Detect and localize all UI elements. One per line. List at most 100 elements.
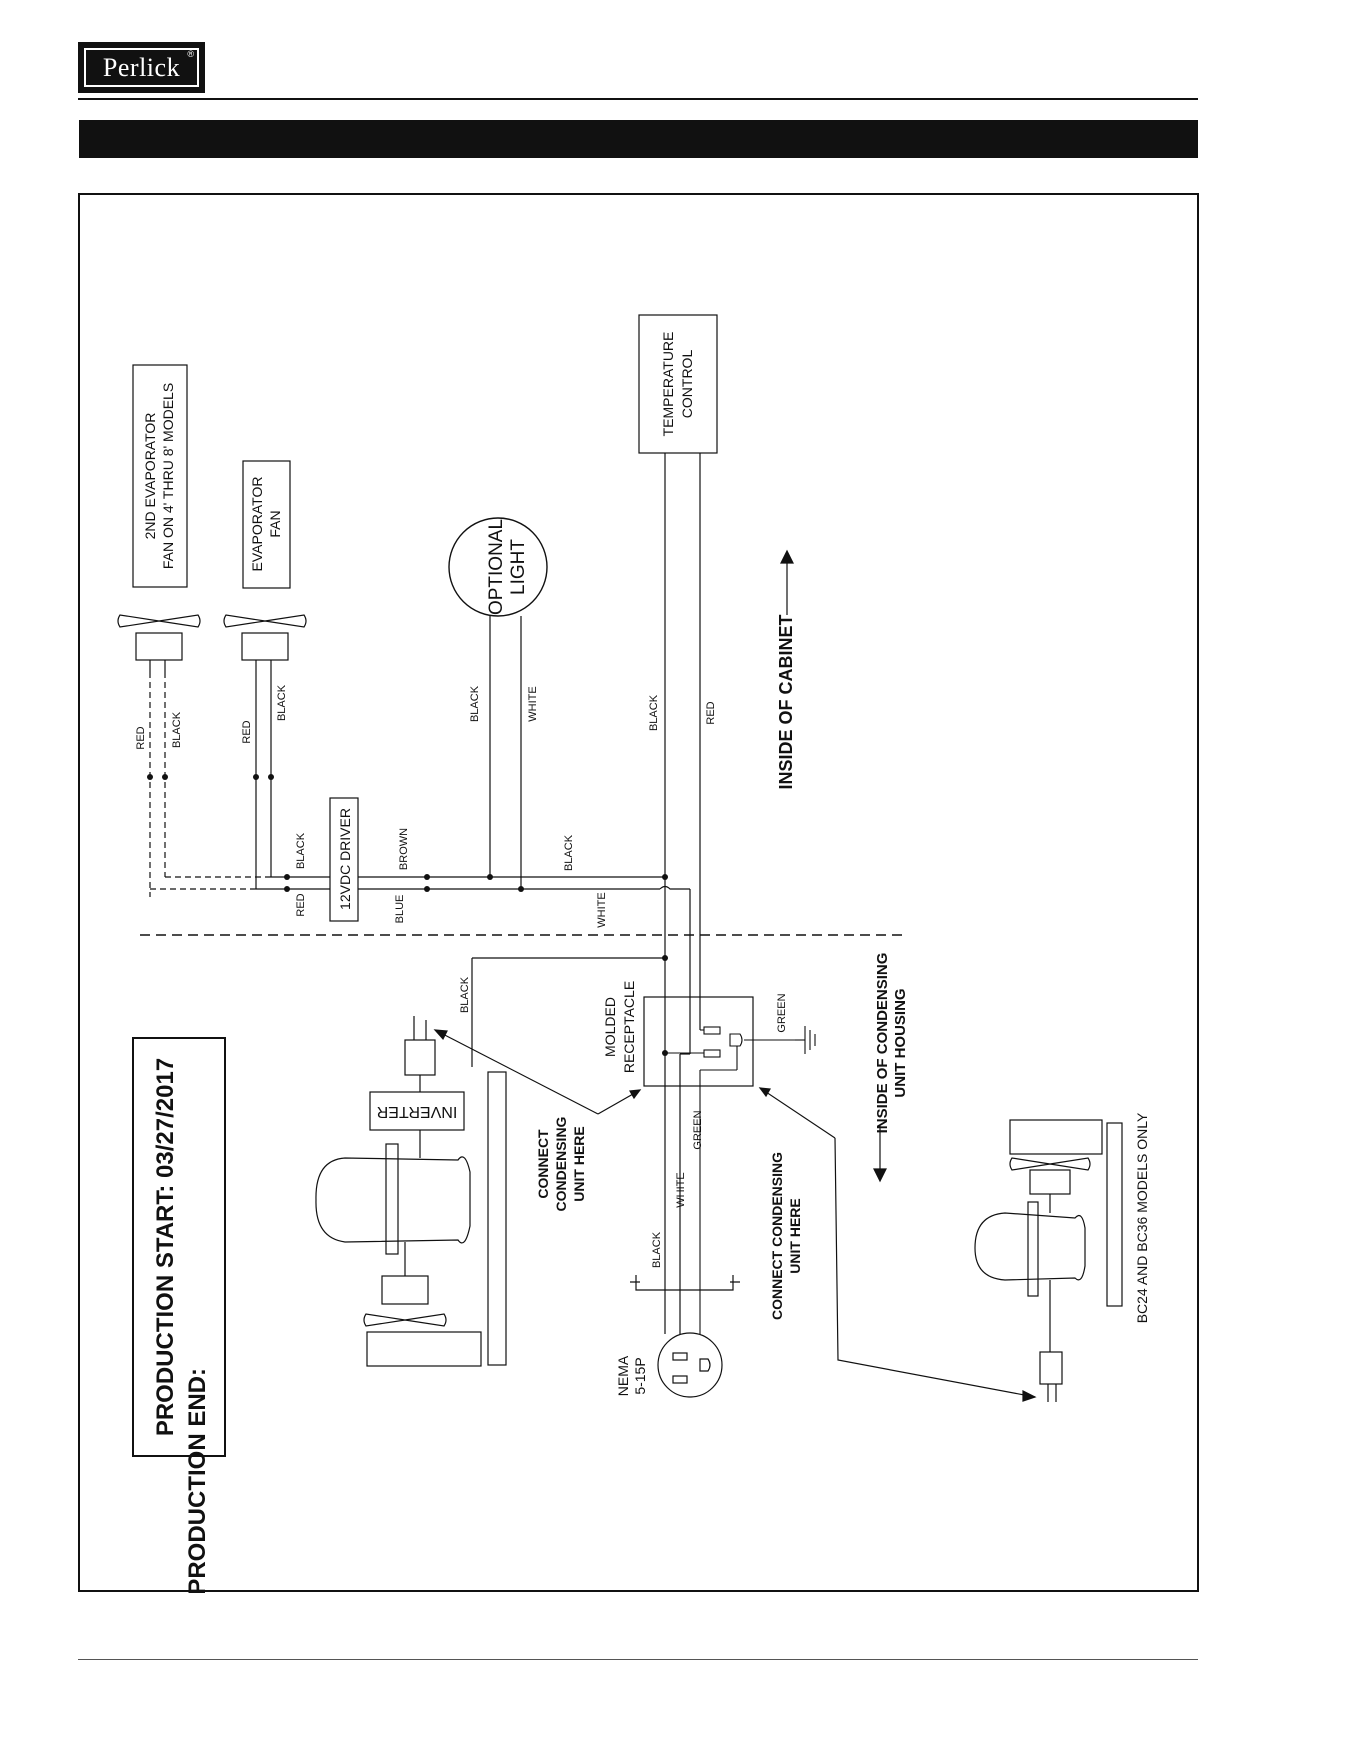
receptacle-slot [703, 1026, 721, 1035]
driver-box [329, 797, 359, 922]
condenser-fan-motor-icon [1029, 1169, 1071, 1195]
junction-dot [284, 874, 290, 880]
temp-control-wiring [471, 453, 701, 1370]
receptacle-ground-slot [729, 1033, 743, 1047]
wire-label-black: BLACK [171, 711, 183, 748]
arrowhead-icon [873, 1168, 887, 1183]
bus-junctions [424, 874, 668, 892]
temperature-control: TEMPERATURE CONTROL [638, 314, 718, 454]
wire-label-green: GREEN [776, 993, 788, 1032]
mounting-rail [1106, 1122, 1123, 1307]
condenser-fan-icon [1009, 1157, 1091, 1171]
compressor-unit-left: INVERTER [315, 1016, 507, 1367]
wire-label-black: BLACK [276, 684, 288, 721]
inverter-box [369, 1091, 465, 1131]
temp-control-label-1: TEMPERATURE [660, 332, 676, 437]
perlick-logo: Perlick ® [78, 42, 205, 93]
nema-plug-icon [657, 1332, 723, 1398]
wire-label-brown: BROWN [398, 828, 410, 870]
condenser-fan-motor-icon [381, 1275, 429, 1305]
nema-slot [672, 1352, 688, 1361]
junction-dot [424, 886, 430, 892]
registered-mark: ® [187, 49, 194, 59]
temp-control-label-2: CONTROL [679, 350, 695, 419]
connect-right-label-2: UNIT HERE [787, 1198, 803, 1273]
wire-label-black: BLACK [459, 976, 471, 1013]
mounting-rail [487, 1071, 507, 1366]
compressor-icon [315, 1156, 471, 1244]
wire-label-green: GREEN [692, 1110, 704, 1149]
diagram-frame [78, 193, 1199, 1592]
molded-receptacle: MOLDED RECEPTACLE [602, 981, 795, 1370]
footer-rule [78, 1659, 1198, 1660]
connect-left-label-2: CONDENSING [553, 1116, 569, 1211]
compressor-band [385, 1143, 399, 1255]
nema-plug [630, 1275, 740, 1398]
wire-label-red: RED [705, 701, 717, 724]
logo-frame: Perlick ® [84, 48, 199, 87]
arrowhead-icon [758, 1087, 771, 1098]
ground-icon [795, 1026, 816, 1054]
junction-dot [662, 1050, 668, 1056]
wire-label-white: WHITE [527, 686, 539, 721]
connect-right-label-1: CONNECT CONDENSING [769, 1152, 785, 1320]
compressor-band [1027, 1201, 1039, 1297]
inverter-label: INVERTER [377, 1103, 458, 1120]
arrowhead-icon [433, 1029, 448, 1041]
production-end: PRODUCTION END: [184, 1368, 211, 1595]
condenser-coil [366, 1331, 482, 1367]
wire-label-black: BLACK [295, 832, 307, 869]
wire-label-black: BLACK [651, 1231, 663, 1268]
evap-fan-label-1: EVAPORATOR [249, 477, 265, 572]
nema-label-1: NEMA [615, 1355, 631, 1396]
junction-dot [424, 874, 430, 880]
wire-label-red: RED [295, 893, 307, 916]
connect-left-label-1: CONNECT [535, 1129, 551, 1199]
arrow-to-bc-plug [834, 1137, 1036, 1398]
condenser-coil [1009, 1119, 1103, 1155]
evap-fan-label-box [242, 460, 291, 589]
connect-arrows [433, 549, 1037, 1402]
junction-dot [487, 874, 493, 880]
fan-blade-icon [117, 614, 201, 628]
title-bar [79, 120, 1198, 158]
wire-labels: RED BLACK RED BLACK BLACK RED BROWN BLUE… [135, 684, 788, 1268]
junction-dot [518, 886, 524, 892]
junction-dot [253, 774, 259, 780]
header-rule [78, 98, 1198, 100]
nema-ground-slot [699, 1358, 711, 1372]
production-frame [132, 1037, 226, 1457]
strain-relief-bracket [630, 1275, 740, 1291]
receptacle-label-1: MOLDED [602, 997, 618, 1057]
plug-body [1039, 1351, 1063, 1385]
second-evap-fan-label-box [132, 364, 188, 588]
wire-label-red: RED [241, 720, 253, 743]
optional-light-label-2: LIGHT [508, 539, 529, 595]
driver-label: 12VDC DRIVER [337, 808, 353, 910]
wire-label-black: BLACK [469, 685, 481, 722]
connect-left-label-3: UNIT HERE [571, 1126, 587, 1201]
junction-dot [662, 955, 668, 961]
wire-label-red: RED [135, 726, 147, 749]
inside-condensing-label-1: INSIDE OF CONDENSING [874, 953, 891, 1134]
optional-light-label-1: OPTIONAL [486, 519, 507, 615]
second-evap-fan-label-1: 2ND EVAPORATOR [142, 413, 158, 540]
temp-control-box [638, 314, 718, 454]
junction-dot [162, 774, 168, 780]
receptacle-box [643, 996, 754, 1087]
second-evaporator-fan: 2ND EVAPORATOR FAN ON 4' THRU 8' MODELS [117, 364, 201, 672]
optional-light: OPTIONAL LIGHT [448, 517, 548, 617]
wire-label-white: WHITE [596, 892, 608, 927]
fan-junctions [147, 774, 290, 892]
compressor-icon [974, 1212, 1086, 1281]
evaporator-fan: EVAPORATOR FAN [223, 460, 307, 672]
light-bulb-icon [448, 517, 548, 617]
receptacle-label-2: RECEPTACLE [621, 981, 637, 1073]
arrowhead-icon [1022, 1390, 1037, 1402]
inside-cabinet-label: INSIDE OF CABINET [776, 614, 796, 789]
arrow-to-left-plug [434, 1029, 599, 1115]
wire-crossover [659, 885, 690, 890]
condenser-fan-icon [363, 1313, 447, 1327]
arrow-right-connect [759, 1087, 836, 1139]
